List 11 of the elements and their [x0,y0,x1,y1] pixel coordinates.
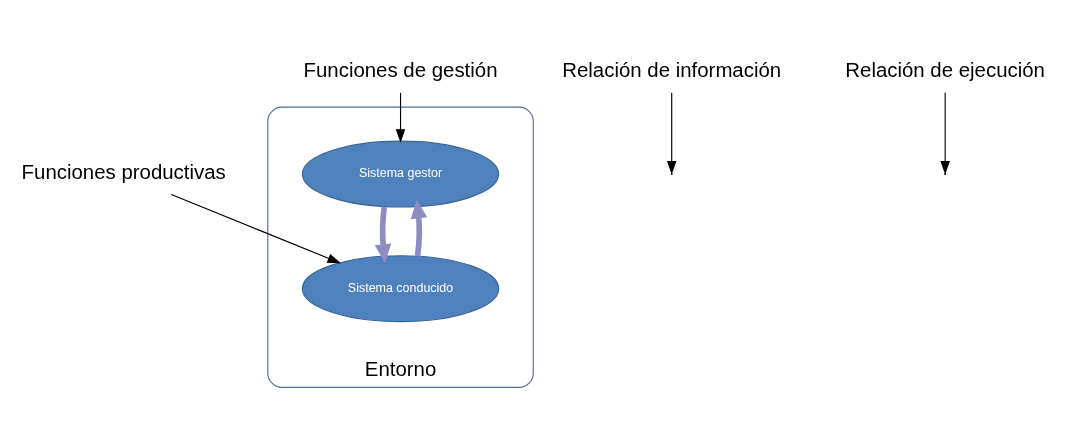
arrow [940,91,950,174]
arrow [410,198,428,256]
node-text: Relación de ejecución [845,58,1045,81]
arrow [395,91,406,143]
node-ellipse: Sistema gestor [301,140,500,208]
node-text: Relación de información [562,58,782,81]
arrow [170,193,342,263]
arrow [374,205,392,263]
arrow [666,91,677,174]
node-text: Funciones de gestión [303,58,498,81]
node-text: Funciones productivas [21,160,226,183]
